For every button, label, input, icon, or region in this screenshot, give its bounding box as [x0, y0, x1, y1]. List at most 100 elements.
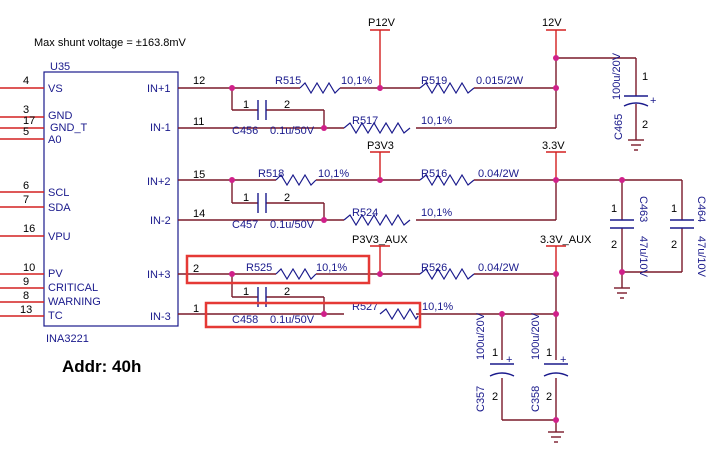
c457-capacitor: [257, 193, 267, 213]
c456-pin1: 1: [243, 99, 249, 111]
pin-num-vs: 4: [23, 75, 29, 87]
r515-ref: R515: [275, 75, 301, 87]
c465-value: 100u/20V: [611, 52, 623, 100]
r524-value: 10,1%: [421, 207, 452, 219]
chip-ref: U35: [50, 61, 70, 73]
pin-in-minus-1: IN-1: [150, 122, 171, 134]
chip-part: INA3221: [46, 333, 89, 345]
c456-value: 0.1u/50V: [270, 125, 315, 137]
c458-ref: C458: [232, 314, 258, 326]
c464-capacitor: [670, 219, 694, 229]
channel-1-wiring: [178, 30, 637, 129]
channel-2-wiring: [178, 152, 683, 288]
junction-dot: [553, 55, 559, 61]
junction-dot: [229, 271, 235, 277]
junction-dot: [619, 177, 625, 183]
pin-vs: VS: [48, 83, 63, 95]
pin-num-11: 11: [193, 116, 204, 128]
pin-a0: A0: [48, 134, 61, 146]
r519-resistor: [419, 81, 475, 95]
c358-ref: C358: [530, 386, 542, 412]
c463-value: 47u/10V: [637, 236, 649, 278]
c358-pin2: 2: [546, 391, 552, 403]
r518-resistor: [275, 173, 317, 187]
pin-scl: SCL: [48, 187, 69, 199]
c357-pin2: 2: [492, 391, 498, 403]
r525-resistor: [275, 267, 317, 281]
r515-value: 10,1%: [341, 75, 372, 87]
c463-ref: C463: [637, 196, 649, 222]
pin-in-plus-3: IN+3: [147, 269, 171, 281]
i2c-address: Addr: 40h: [62, 357, 141, 376]
c465-pin1: 1: [642, 71, 648, 83]
junction-dot: [553, 417, 559, 423]
r525-value: 10,1%: [316, 262, 347, 274]
c358-capacitor: [543, 363, 569, 377]
r527-resistor: [379, 307, 419, 321]
net-p3v3: P3V3: [367, 140, 394, 152]
junction-dot: [377, 271, 383, 277]
junction-dot: [377, 177, 383, 183]
junction-dot: [553, 177, 559, 183]
r524-ref: R524: [352, 207, 378, 219]
r519-value: 0.015/2W: [476, 75, 524, 87]
r517-resistor: [343, 121, 411, 135]
highlight-r525: [185, 254, 371, 285]
junction-dot: [499, 311, 505, 317]
junction-dot: [619, 269, 625, 275]
pin-num-2: 2: [193, 263, 199, 275]
pin-num-a0: 5: [23, 126, 29, 138]
r515-resistor: [299, 81, 341, 95]
c464-value: 47u/10V: [695, 236, 707, 278]
pin-sda: SDA: [48, 202, 71, 214]
c463-capacitor: [610, 219, 634, 229]
c457-pin2: 2: [284, 192, 290, 204]
c457-value: 0.1u/50V: [270, 219, 315, 231]
c458-value: 0.1u/50V: [270, 314, 315, 326]
c464-pin2: 2: [671, 239, 677, 251]
pin-num-pv: 10: [23, 262, 35, 274]
c357-pin1: 1: [492, 347, 498, 359]
r516-value: 0.04/2W: [478, 168, 520, 180]
c463-pin2: 2: [611, 239, 617, 251]
junction-dot: [321, 125, 327, 131]
pin-gnd: GND: [48, 110, 73, 122]
ground-symbol: [548, 431, 564, 443]
net-p3v3-aux: P3V3_AUX: [352, 234, 408, 246]
r516-resistor: [419, 173, 475, 187]
pin-num-vpu: 16: [23, 223, 35, 235]
pin-num-12: 12: [193, 75, 205, 87]
pin-in-plus-2: IN+2: [147, 176, 171, 188]
r526-ref: R526: [421, 262, 447, 274]
r525-ref: R525: [246, 262, 272, 274]
left-pin-group: [0, 87, 44, 317]
r527-value: 10,1%: [422, 301, 453, 313]
r518-ref: R518: [258, 168, 284, 180]
c465-capacitor: [623, 95, 649, 151]
pin-tc: TC: [48, 310, 63, 322]
r526-resistor: [419, 267, 475, 281]
c458-pin2: 2: [284, 286, 290, 298]
pin-num-warning: 8: [23, 290, 29, 302]
ina3221-chip: [43, 71, 179, 327]
pin-pv: PV: [48, 268, 63, 280]
r517-ref: R517: [352, 115, 378, 127]
net-3v3: 3.3V: [542, 140, 565, 152]
junction-dot: [553, 85, 559, 91]
pin-in-plus-1: IN+1: [147, 83, 171, 95]
junction-dot: [321, 217, 327, 223]
c465-pin2: 2: [642, 119, 648, 131]
pin-in-minus-3: IN-3: [150, 311, 171, 323]
c357-value: 100u/20V: [475, 312, 487, 360]
c463-pin1: 1: [611, 203, 617, 215]
r526-value: 0.04/2W: [478, 262, 520, 274]
net-12v: 12V: [542, 17, 562, 29]
shunt-voltage-note: Max shunt voltage = ±163.8mV: [34, 37, 187, 49]
c357-ref: C357: [475, 386, 487, 412]
pin-num-1: 1: [193, 303, 199, 315]
ground-symbol: [614, 287, 630, 299]
pin-num-gnd-t: 17: [23, 115, 35, 127]
junction-dot: [321, 311, 327, 317]
c357-plus: +: [506, 354, 512, 366]
